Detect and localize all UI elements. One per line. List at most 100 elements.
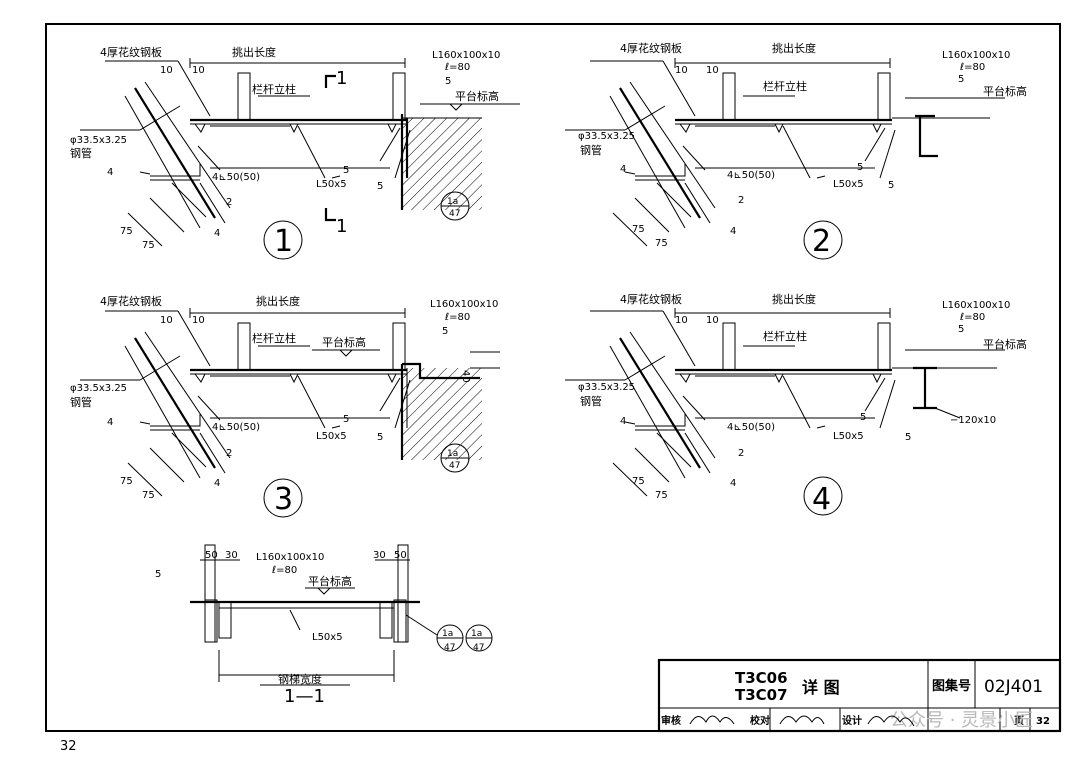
- detail-3-labels: 4厚花纹钢板 挑出长度 10 10 栏杆立柱 平台标高 φ33.5x3.25 钢…: [70, 294, 498, 517]
- dim-10-b: 10: [706, 315, 719, 326]
- angle-len-label: ℓ=80: [960, 312, 985, 323]
- dim-10-a: 10: [160, 315, 173, 326]
- review-label: 审核: [661, 714, 681, 727]
- code-line-1: T3C06: [735, 669, 788, 687]
- atlas-label: 图集号: [932, 678, 971, 694]
- detail-number-circle: [803, 220, 843, 260]
- weld-5-bot: 5: [905, 432, 911, 443]
- section-mark-top: [324, 74, 336, 88]
- weld-2: 2: [738, 448, 744, 459]
- signature-design: [867, 715, 915, 727]
- check-label: 校对: [750, 714, 770, 727]
- detail-ref-circle: [440, 443, 470, 473]
- detail-number: 4: [812, 482, 831, 517]
- weld-4-bottom: 4: [730, 226, 736, 237]
- title-block-text: T3C06 T3C07 详 图 图集号 02J401 审核 校对 设计 页 32…: [661, 669, 1050, 731]
- dim-75-a: 75: [120, 476, 133, 487]
- ref-top: 1a: [447, 449, 458, 459]
- weld-4-50: 4⊾50(50): [727, 422, 775, 433]
- ref2-top: 1a: [471, 629, 482, 639]
- dim-75-b: 75: [655, 238, 668, 249]
- angle-main-label: L160x100x10: [432, 50, 500, 61]
- angle-len-label: ℓ=80: [960, 62, 985, 73]
- weld-2: 2: [738, 195, 744, 206]
- checker-plate-label: 4厚花纹钢板: [620, 41, 682, 55]
- section-mark-bottom: [324, 208, 336, 222]
- weld-4-50: 4⊾50(50): [212, 172, 260, 183]
- dim-10-b: 10: [192, 65, 205, 76]
- section-1-1-labels: 50 30 30 50 5 L160x100x10 ℓ=80 平台标高 L50x…: [155, 550, 484, 707]
- page-number: 32: [1036, 716, 1050, 727]
- detail-number-circle: [803, 476, 843, 516]
- dim-10-a: 10: [160, 65, 173, 76]
- ref-top: 1a: [447, 197, 458, 207]
- angle-len-label: ℓ=80: [445, 312, 470, 323]
- angle-main-label: L160x100x10: [942, 50, 1010, 61]
- ref1-bottom: 47: [444, 643, 455, 653]
- page-label: 页: [1014, 715, 1024, 727]
- dim-75-b: 75: [142, 490, 155, 501]
- platform-level-label: 平台标高: [983, 84, 1027, 98]
- detail-2-labels: 4厚花纹钢板 挑出长度 10 10 栏杆立柱 φ33.5x3.25 钢管 L16…: [578, 41, 1027, 259]
- detail-number-circle: [263, 478, 303, 518]
- weld-2: 2: [226, 448, 232, 459]
- weld-4-left: 4: [107, 167, 113, 178]
- steel-pipe-label: 钢管: [70, 146, 92, 160]
- weld-5-mid: 5: [343, 414, 349, 425]
- weld-2: 2: [226, 197, 232, 208]
- dim-75-a: 75: [120, 226, 133, 237]
- weld-5-top: 5: [445, 76, 451, 87]
- ref-bottom: 47: [449, 209, 460, 219]
- detail-number: 2: [812, 224, 831, 259]
- angle-len-label: ℓ=80: [272, 565, 297, 576]
- rail-post-label: 栏杆立柱: [252, 331, 296, 345]
- outer-page-number: 32: [60, 739, 77, 754]
- detail-number: 3: [274, 482, 293, 517]
- detail-2: [563, 56, 1005, 260]
- weld-4-50: 4⊾50(50): [212, 422, 260, 433]
- steel-pipe-size: φ33.5x3.25: [70, 383, 127, 394]
- section-mark-bottom-num: 1: [336, 216, 347, 237]
- dim-10-a: 10: [675, 65, 688, 76]
- rail-post-label: 栏杆立柱: [252, 82, 296, 96]
- weld-4-left: 4: [620, 164, 626, 175]
- dim-75-b: 75: [655, 490, 668, 501]
- angle-len-label: ℓ=80: [445, 62, 470, 73]
- rail-post-label: 栏杆立柱: [763, 79, 807, 93]
- weld-5-mid: 5: [860, 412, 866, 423]
- platform-level-label: 平台标高: [308, 574, 352, 588]
- steel-pipe-size: φ33.5x3.25: [578, 131, 635, 142]
- weld-5-top: 5: [958, 324, 964, 335]
- dim-10-b: 10: [706, 65, 719, 76]
- dim-10-b: 10: [192, 315, 205, 326]
- weld-5-mid: 5: [857, 162, 863, 173]
- angle-main-label: L160x100x10: [942, 300, 1010, 311]
- detail-number-circle: [263, 220, 303, 260]
- dim-30-a: 30: [225, 550, 238, 561]
- detail-ref-circle: [440, 191, 470, 221]
- ref1-top: 1a: [442, 629, 453, 639]
- weld-4-left: 4: [620, 416, 626, 427]
- angle-small-label: L50x5: [312, 632, 343, 643]
- projection-length-label: 挑出长度: [256, 294, 300, 308]
- detail-ref-circle-1: [436, 624, 464, 652]
- title-block: [657, 658, 1062, 733]
- atlas-number: 02J401: [984, 677, 1043, 697]
- detail-3: [78, 306, 500, 518]
- weld-5: 5: [155, 569, 161, 580]
- steel-pipe-label: 钢管: [580, 143, 602, 157]
- steel-pipe-size: φ33.5x3.25: [578, 382, 635, 393]
- weld-4-50: 4⊾50(50): [727, 170, 775, 181]
- platform-level-label: 平台标高: [322, 335, 366, 349]
- checker-plate-label: 4厚花纹钢板: [100, 294, 162, 308]
- angle-small-label: L50x5: [833, 179, 864, 190]
- section-title: 1—1: [284, 686, 325, 707]
- signature-check: [779, 715, 825, 725]
- dim-75-b: 75: [142, 240, 155, 251]
- weld-5-bot: 5: [377, 181, 383, 192]
- detail-1: [78, 56, 520, 260]
- weld-4-bottom: 4: [214, 228, 220, 239]
- design-label: 设计: [842, 714, 862, 727]
- ladder-width-label: 钢梯宽度: [278, 672, 322, 686]
